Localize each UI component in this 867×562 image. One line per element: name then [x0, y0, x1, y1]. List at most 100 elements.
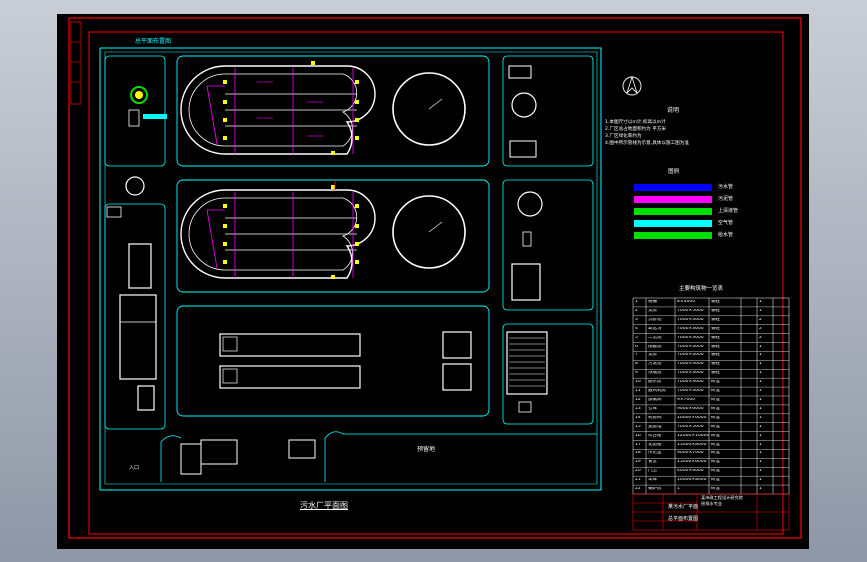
- green-tank: [130, 86, 148, 104]
- clarifier-1: [392, 72, 466, 146]
- table-cell: 钢砼: [711, 300, 720, 304]
- table-cell: 2: [759, 326, 762, 331]
- table-cell: 9: [635, 371, 638, 376]
- oxidation-ditch-1: [180, 61, 376, 155]
- oxidation-ditch-area-1: [176, 55, 490, 167]
- table-cell: 钢砼: [711, 317, 720, 322]
- table-cell: 钢砼: [711, 353, 720, 358]
- table-cell: 7000×3000: [677, 353, 704, 358]
- table-cell: 7000×3000: [677, 371, 704, 376]
- tank-b: [219, 365, 361, 389]
- title-drawing-name: 总平面布置图: [668, 516, 699, 522]
- table-cell: 1: [759, 398, 762, 402]
- legend-swatch: [634, 232, 712, 239]
- table-cell: 污泥池: [648, 362, 662, 367]
- table-cell: 砖混: [711, 469, 720, 474]
- table-cell: 21: [635, 478, 641, 483]
- note-line: 4.图中所示管线为示意,具体以施工图为准: [605, 141, 689, 146]
- notes-heading: 说明: [667, 107, 680, 114]
- table-cell: 加氯间: [648, 398, 662, 402]
- table-cell: 锅炉房: [648, 487, 662, 492]
- table-cell: 3: [635, 317, 638, 322]
- table-cell: 16: [635, 433, 641, 438]
- table-cell: 1: [759, 469, 762, 474]
- table-cell: 砖混: [711, 389, 720, 394]
- table-cell: 15000×8000: [677, 442, 707, 447]
- table-cell: 7000×3000: [677, 389, 704, 394]
- table-cell: 砖混: [711, 415, 720, 420]
- margin-strip: [70, 21, 82, 105]
- table-cell: 2: [759, 317, 762, 322]
- table-cell: 12: [635, 398, 641, 402]
- legend-swatch: [634, 208, 712, 215]
- table-cell: 1: [759, 371, 762, 376]
- note-line: 2.厂区总占地面积约为 平方米: [605, 127, 666, 132]
- table-cell: 机修间: [648, 415, 662, 420]
- oxidation-ditch-area-2: [176, 179, 490, 293]
- table-cell: 砖混: [711, 406, 720, 411]
- table-cell: 7000×3000: [677, 326, 704, 331]
- table-cell: 接触池: [648, 344, 662, 349]
- inner-border: [88, 31, 784, 535]
- table-cell: 1: [759, 415, 762, 420]
- legend-label: 空气管: [718, 220, 734, 226]
- table-cell: 传达室: [648, 451, 662, 456]
- table-cell: 格栅: [648, 300, 657, 304]
- table-cell: 食堂: [648, 460, 657, 465]
- legend-label: 污泥管: [718, 196, 734, 202]
- table-cell: 7000×5000: [677, 424, 704, 429]
- table-cell: 综合楼: [648, 433, 662, 438]
- title-project: 某污水厂平面: [668, 504, 699, 510]
- table-cell: 脱水房: [648, 380, 662, 385]
- table-cell: 14: [635, 415, 641, 420]
- table-cell: 1: [759, 380, 762, 385]
- legend-item: 上清液管: [634, 208, 784, 216]
- table-cell: 1: [759, 308, 762, 313]
- table-cell: 13: [635, 406, 641, 411]
- table-cell: 6: [635, 344, 638, 349]
- entrance-label: 入口: [129, 465, 140, 471]
- table-cell: 砖混: [711, 451, 720, 456]
- top-left-label: 总平面布置图: [135, 38, 172, 45]
- table-cell: 5: [635, 335, 638, 340]
- table-cell: 钢砼: [711, 326, 720, 331]
- table-cell: 7000×5000: [677, 308, 704, 313]
- legend-item: 空气管: [634, 220, 784, 228]
- table-cell: 氧化沟: [648, 326, 662, 331]
- legend-panel: 图例 污水管污泥管上清液管空气管给水管: [634, 169, 784, 250]
- legend-swatch: [634, 184, 712, 191]
- table-cell: 8: [635, 362, 638, 367]
- note-line: 3.厂区绿化率约为: [605, 134, 642, 139]
- title-company: 某市政工程设计研究院: [701, 495, 743, 500]
- table-cell: 沉砂池: [648, 317, 662, 322]
- clarifier-2: [392, 195, 466, 269]
- table-cell: 砖混: [711, 460, 720, 465]
- table-heading: 主要构筑物一览表: [679, 286, 724, 292]
- table-cell: 2: [635, 308, 638, 313]
- table-cell: 2: [759, 335, 762, 340]
- table-cell: 11: [635, 389, 641, 394]
- table-cell: 22: [635, 487, 641, 492]
- tank-a: [219, 333, 361, 357]
- table-cell: 7: [635, 353, 638, 358]
- table-cell: 钢砼: [711, 371, 720, 376]
- table-cell: 17: [635, 442, 641, 447]
- legend-item: 污水管: [634, 184, 784, 192]
- table-cell: 1: [759, 300, 762, 304]
- table-cell: 砖混: [711, 478, 720, 483]
- legend-item: 给水管: [634, 232, 784, 240]
- legend-item: 污泥管: [634, 196, 784, 204]
- table-cell: 砖混: [711, 487, 720, 492]
- table-cell: 砖混: [711, 398, 720, 402]
- table-cell: 1: [759, 362, 762, 367]
- table-cell: 8×4000: [677, 300, 696, 304]
- table-cell: 9000×7000: [677, 451, 704, 456]
- table-cell: 1: [759, 406, 762, 411]
- sludge-building: [506, 331, 548, 395]
- table-cell: 1: [759, 442, 762, 447]
- table-cell: 泵房: [648, 308, 657, 313]
- table-cell: 7000×3000: [677, 344, 704, 349]
- legend-label: 给水管: [718, 232, 734, 238]
- table-cell: 7000×3000: [677, 317, 704, 322]
- legend-heading: 图例: [668, 169, 680, 175]
